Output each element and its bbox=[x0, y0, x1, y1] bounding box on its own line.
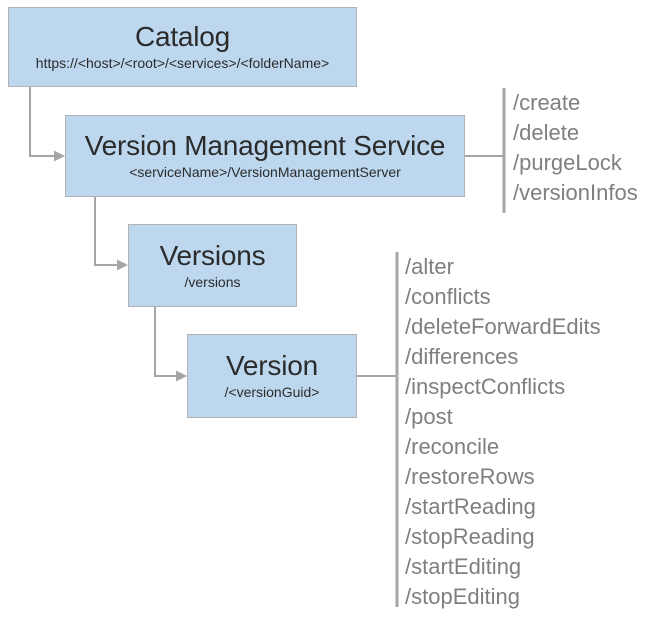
operation-item: /stopReading bbox=[405, 524, 535, 549]
node-version-path: /<versionGuid> bbox=[224, 384, 320, 401]
connector-versions-to-version bbox=[154, 306, 178, 377]
node-versions: Versions /versions bbox=[128, 224, 297, 307]
operation-item: /alter bbox=[405, 254, 454, 279]
node-version-management-service-path: <serviceName>/VersionManagementServer bbox=[129, 164, 401, 181]
operation-item: /purgeLock bbox=[513, 150, 622, 175]
operation-item: /restoreRows bbox=[405, 464, 535, 489]
node-version: Version /<versionGuid> bbox=[187, 334, 357, 418]
version-operations-list: /alter /conflicts /deleteForwardEdits /d… bbox=[405, 252, 601, 612]
node-catalog: Catalog https://<host>/<root>/<services>… bbox=[8, 7, 357, 87]
node-versions-path: /versions bbox=[184, 273, 241, 290]
operation-item: /differences bbox=[405, 344, 519, 369]
node-catalog-url: https://<host>/<root>/<services>/<folder… bbox=[35, 55, 330, 72]
node-version-management-service-title: Version Management Service bbox=[84, 130, 446, 162]
arrowhead-version-icon bbox=[176, 370, 187, 382]
connector-catalog-to-service bbox=[29, 87, 56, 157]
operation-item: /post bbox=[405, 404, 453, 429]
operation-item: /delete bbox=[513, 120, 580, 145]
connector-service-to-versions bbox=[94, 196, 119, 266]
service-operations-list: /create /delete /purgeLock /versionInfos bbox=[513, 88, 638, 208]
node-version-management-service: Version Management Service <serviceName>… bbox=[65, 115, 465, 197]
operation-item: /deleteForwardEdits bbox=[405, 314, 601, 339]
operation-item: /startReading bbox=[405, 494, 536, 519]
operation-item: /create bbox=[513, 90, 581, 115]
operation-item: /startEditing bbox=[405, 554, 522, 579]
node-catalog-title: Catalog bbox=[134, 21, 231, 53]
operation-item: /reconcile bbox=[405, 434, 500, 459]
node-version-title: Version bbox=[226, 350, 318, 382]
arrowhead-versions-icon bbox=[117, 259, 128, 271]
operation-item: /conflicts bbox=[405, 284, 491, 309]
operation-item: /inspectConflicts bbox=[405, 374, 566, 399]
node-versions-title: Versions bbox=[159, 239, 266, 271]
arrowhead-service-icon bbox=[54, 150, 65, 162]
operation-item: /stopEditing bbox=[405, 584, 520, 609]
operation-item: /versionInfos bbox=[513, 180, 638, 205]
